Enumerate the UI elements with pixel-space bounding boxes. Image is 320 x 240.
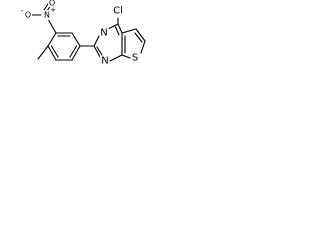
bond-c6-s <box>140 40 146 54</box>
charge-minus: - <box>21 7 24 15</box>
bond-ph3-nitro <box>47 18 57 34</box>
atom-nitrogen-n1: N <box>101 56 108 67</box>
atom-oxygen-minus: O <box>25 11 31 20</box>
bond-ph4-ph5-double <box>50 45 59 58</box>
bond-nitro-o-double-b <box>43 3 49 11</box>
bond-ph4-ph5 <box>47 45 57 61</box>
bond-c4a-c4 <box>117 23 123 34</box>
bond-ph1-ph2 <box>71 32 81 47</box>
bond-n3-c2 <box>93 35 100 47</box>
bond-c5-c6 <box>135 28 146 42</box>
atom-nitro-nitrogen: N <box>44 11 50 20</box>
bond-ph3-ph4 <box>47 32 57 47</box>
atom-sulfur: S <box>132 53 138 64</box>
bond-c2-n1 <box>93 45 101 58</box>
atom-oxygen-double: O <box>49 0 55 8</box>
bond-s-c7a <box>121 54 131 59</box>
atom-nitrogen-n3: N <box>100 28 107 39</box>
bond-c5-c6-double <box>134 32 143 43</box>
bond-n1-c7a <box>109 54 123 62</box>
charge-plus: + <box>50 6 56 14</box>
structure-canvas: Cl N N S N + O - O <box>0 0 160 98</box>
bond-c4a-c5 <box>121 28 137 34</box>
atom-chlorine: Cl <box>113 6 123 17</box>
bond-c2-n1-double <box>96 46 103 56</box>
bond-ph6-ph1 <box>71 45 81 61</box>
bond-ph4-methyl <box>37 45 49 60</box>
bond-c4a-c4-double <box>114 26 120 36</box>
molecule-drawing: Cl N N S N + O - O <box>21 0 146 67</box>
bond-ph6-ph1-double <box>69 45 78 58</box>
